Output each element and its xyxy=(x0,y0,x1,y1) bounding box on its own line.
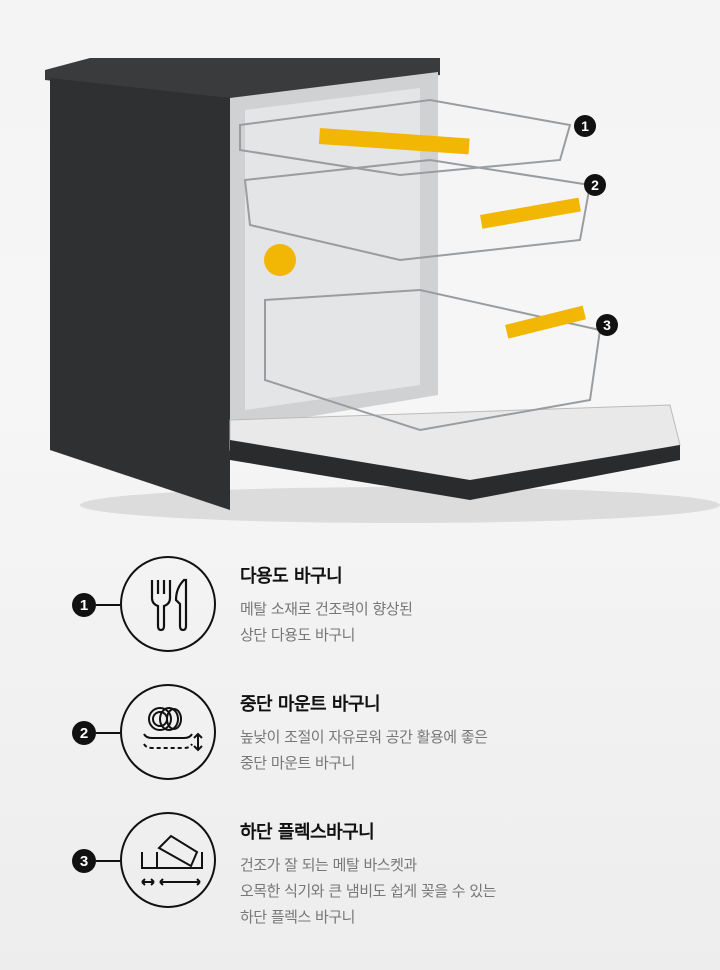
feature-description: 건조가 잘 되는 메탈 바스켓과 오목한 식기와 큰 냄비도 쉽게 꽂을 수 있… xyxy=(240,852,496,930)
desc-line: 상단 다용도 바구니 xyxy=(240,626,355,644)
feature-description: 메탈 소재로 건조력이 향상된 상단 다용도 바구니 xyxy=(240,596,413,648)
connector-line xyxy=(96,604,120,606)
callout-2: 2 xyxy=(584,174,606,196)
feature-upper-basket: 1 다용도 바구니 메탈 소재로 건조력이 향상된 상단 다용도 바구니 xyxy=(70,556,710,666)
svg-text:2: 2 xyxy=(591,177,599,193)
feature-title: 중단 마운트 바구니 xyxy=(240,694,381,715)
desc-line: 중단 마운트 바구니 xyxy=(240,754,355,772)
number-badge: 1 xyxy=(72,593,96,617)
feature-lower-basket: 3 하단 플렉스바구니 건조가 잘 되는 메탈 바스켓과 오목한 식기와 큰 냄… xyxy=(70,812,710,926)
desc-line: 높낮이 조절이 자유로워 공간 활용에 좋은 xyxy=(240,728,488,746)
feature-title: 하단 플렉스바구니 xyxy=(240,822,375,843)
plates-height-adjust-icon xyxy=(120,684,216,780)
dishwasher-image: 1 2 3 xyxy=(45,58,720,523)
feature-middle-basket: 2 중단 마운트 바구니 높낮이 조절이 자유로워 공간 활용에 좋은 중단 마… xyxy=(70,684,710,794)
callout-1: 1 xyxy=(574,115,596,137)
desc-line: 하단 플렉스 바구니 xyxy=(240,908,355,926)
fork-knife-icon xyxy=(120,556,216,652)
svg-text:1: 1 xyxy=(581,118,589,134)
desc-line: 메탈 소재로 건조력이 향상된 xyxy=(240,600,413,618)
feature-description: 높낮이 조절이 자유로워 공간 활용에 좋은 중단 마운트 바구니 xyxy=(240,724,488,776)
connector-line xyxy=(96,732,120,734)
flex-basket-icon xyxy=(120,812,216,908)
desc-line: 오목한 식기와 큰 냄비도 쉽게 꽂을 수 있는 xyxy=(240,882,496,900)
callout-3: 3 xyxy=(596,314,618,336)
number-badge: 2 xyxy=(72,721,96,745)
desc-line: 건조가 잘 되는 메탈 바스켓과 xyxy=(240,856,417,874)
number-badge: 3 xyxy=(72,849,96,873)
connector-line xyxy=(96,860,120,862)
svg-text:3: 3 xyxy=(603,317,611,333)
feature-title: 다용도 바구니 xyxy=(240,566,343,587)
